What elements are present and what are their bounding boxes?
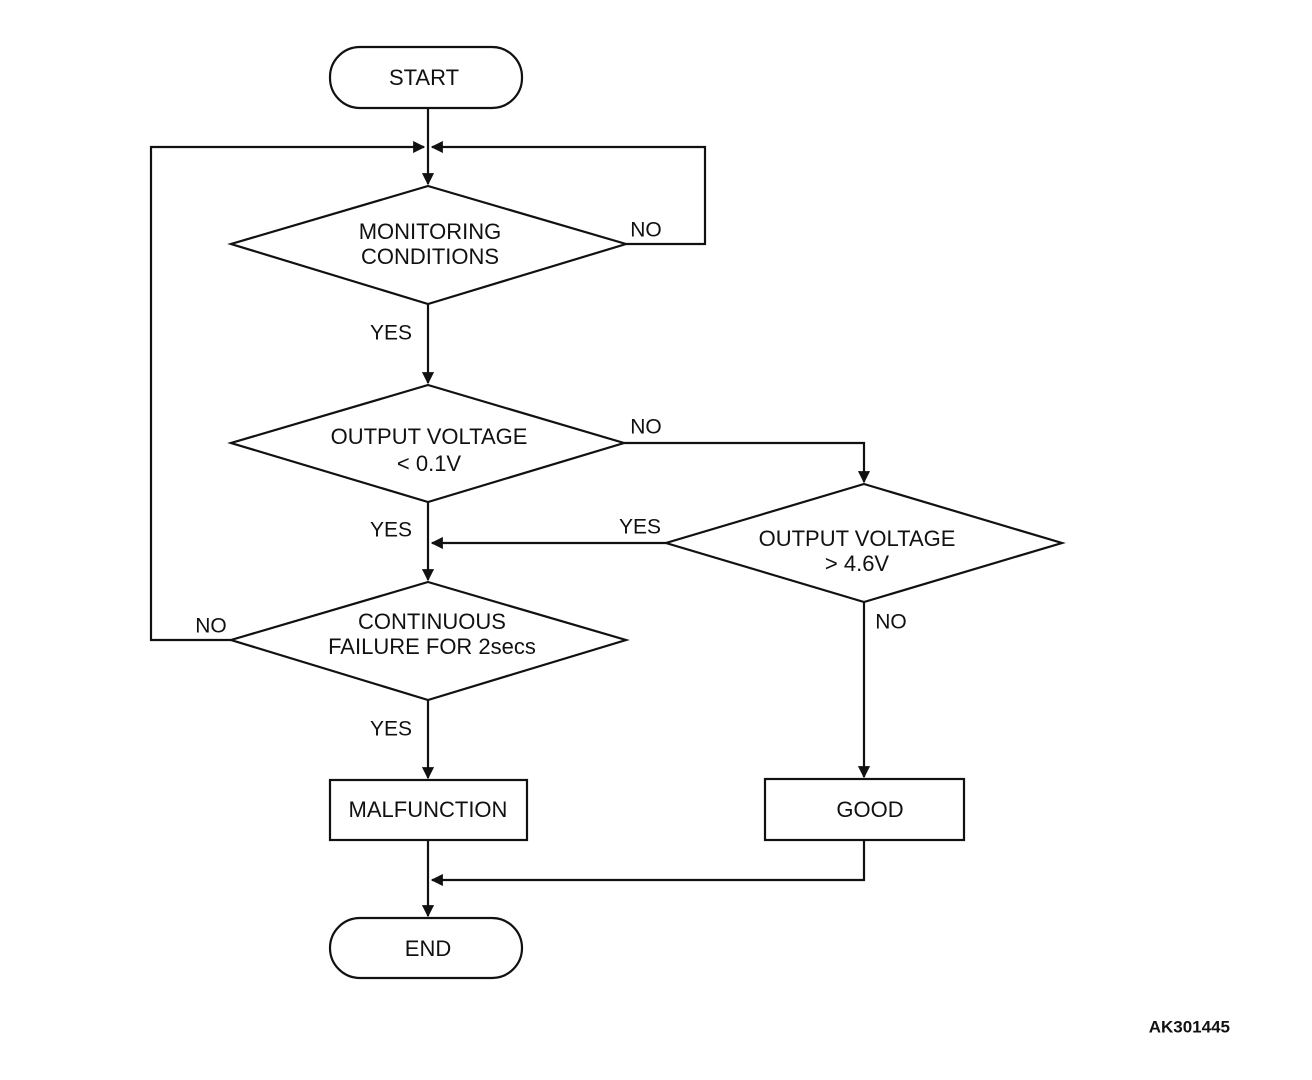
node-malfunction: MALFUNCTION xyxy=(328,778,529,842)
edge-label-low-voltage-no: NO xyxy=(630,416,662,439)
node-malfunction-label: MALFUNCTION xyxy=(349,797,508,822)
edge-continuous-no-loop xyxy=(149,140,426,642)
node-start-label: START xyxy=(389,65,459,90)
node-good: GOOD xyxy=(763,777,966,842)
edge-low-voltage-no xyxy=(624,441,871,484)
edge-good-to-end xyxy=(430,840,866,887)
edge-label-monitoring-no: NO xyxy=(630,219,662,242)
edges xyxy=(149,108,871,918)
process-shape xyxy=(763,777,966,842)
node-output-voltage-low: OUTPUT VOLTAGE < 0.1V xyxy=(227,383,628,504)
figure-id: AK301445 xyxy=(1149,1017,1230,1036)
decision-shape xyxy=(227,184,630,306)
node-monitoring-conditions: MONITORING CONDITIONS xyxy=(227,184,630,306)
edge-label-continuous-no: NO xyxy=(195,615,227,638)
node-output-voltage-high: OUTPUT VOLTAGE > 4.6V xyxy=(662,482,1066,604)
edge-label-continuous-yes: YES xyxy=(370,718,412,741)
edge-label-monitoring-yes: YES xyxy=(370,322,412,345)
edge-label-low-voltage-yes: YES xyxy=(370,519,412,542)
node-high-voltage-label-line-1: OUTPUT VOLTAGE xyxy=(759,526,956,551)
decision-shape xyxy=(662,482,1066,604)
node-continuous-failure: CONTINUOUS FAILURE FOR 2secs xyxy=(227,580,630,702)
node-monitoring-label-line-2: CONDITIONS xyxy=(361,244,499,269)
node-low-voltage-label-line-2: < 0.1V xyxy=(397,451,462,476)
terminal-shape xyxy=(328,45,524,110)
terminal-shape xyxy=(328,916,524,980)
process-shape xyxy=(328,778,529,842)
node-start: START xyxy=(328,45,524,110)
node-monitoring-label-line-1: MONITORING xyxy=(359,219,502,244)
node-good-label: GOOD xyxy=(836,797,903,822)
node-high-voltage-label-line-2: > 4.6V xyxy=(825,551,890,576)
decision-shape xyxy=(227,383,628,504)
nodes: START MONITORING CONDITIONS OUTPUT VOLTA… xyxy=(227,45,1066,980)
node-continuous-label-line-2: FAILURE FOR 2secs xyxy=(328,634,536,659)
edge-labels: NO YES NO YES YES NO NO YES xyxy=(195,219,907,741)
decision-shape xyxy=(227,580,630,702)
node-end-label: END xyxy=(405,936,451,961)
edge-label-high-voltage-yes: YES xyxy=(619,516,661,539)
edge-monitoring-no-loop xyxy=(430,140,707,246)
node-end: END xyxy=(328,916,524,980)
edge-label-high-voltage-no: NO xyxy=(875,611,907,634)
node-continuous-label-line-1: CONTINUOUS xyxy=(358,609,506,634)
node-low-voltage-label-line-1: OUTPUT VOLTAGE xyxy=(331,424,528,449)
